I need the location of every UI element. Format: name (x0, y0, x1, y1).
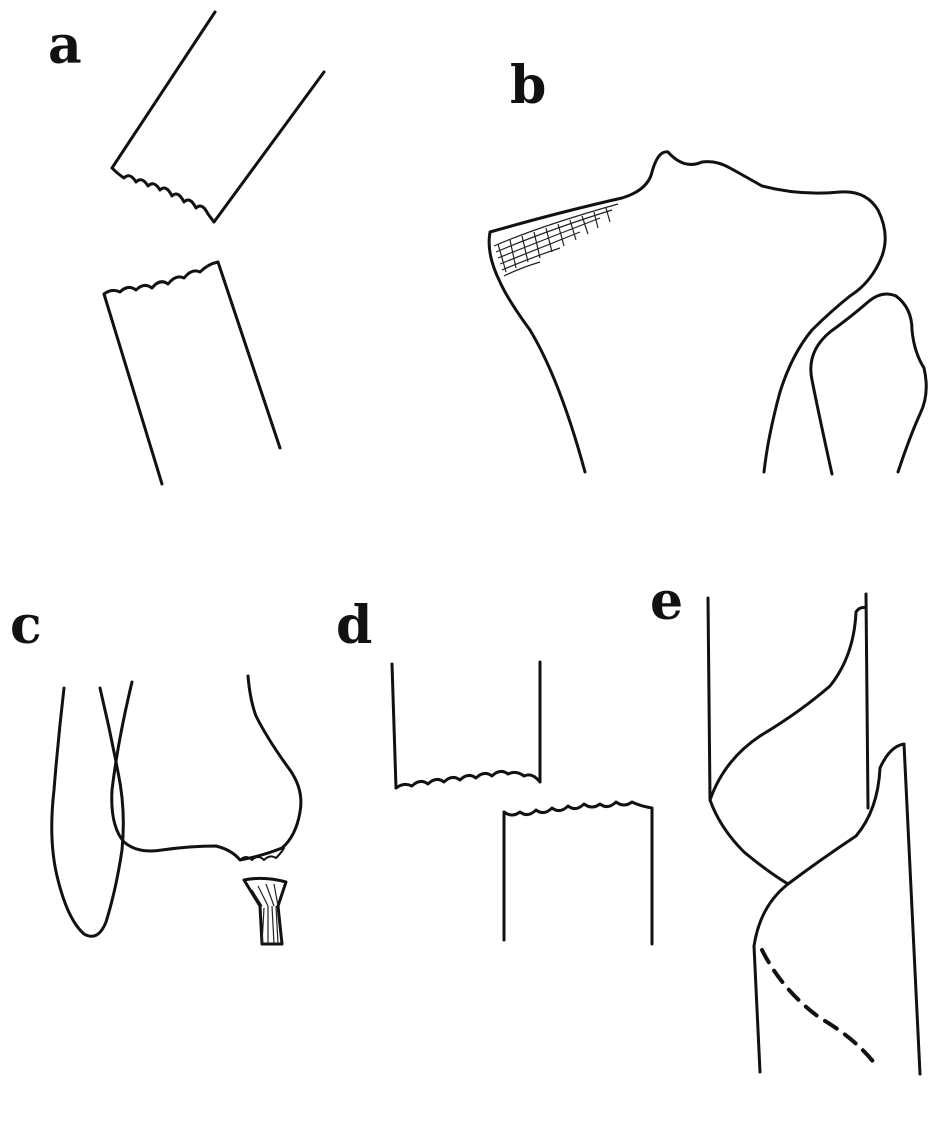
a-lower-fragment (104, 262, 280, 484)
a-upper-fragment (112, 12, 324, 222)
c-main-bone (112, 676, 301, 860)
b-tibia-outline (489, 152, 885, 472)
b-fibula-outline (811, 294, 926, 474)
panel-b-drawing (489, 152, 926, 474)
e-fracture-line-dashed (762, 950, 878, 1068)
panel-e-drawing (708, 594, 920, 1074)
d-upper-fragment (392, 662, 540, 788)
panel-d-drawing (392, 662, 652, 944)
panel-c-drawing (52, 676, 301, 944)
e-upper-fragment (708, 594, 868, 808)
d-lower-fragment (504, 802, 652, 944)
c-avulsion-fragment (244, 878, 286, 944)
e-upper-lower-edge (710, 800, 788, 884)
panel-a-drawing (104, 12, 324, 484)
e-lower-fragment (754, 744, 920, 1074)
